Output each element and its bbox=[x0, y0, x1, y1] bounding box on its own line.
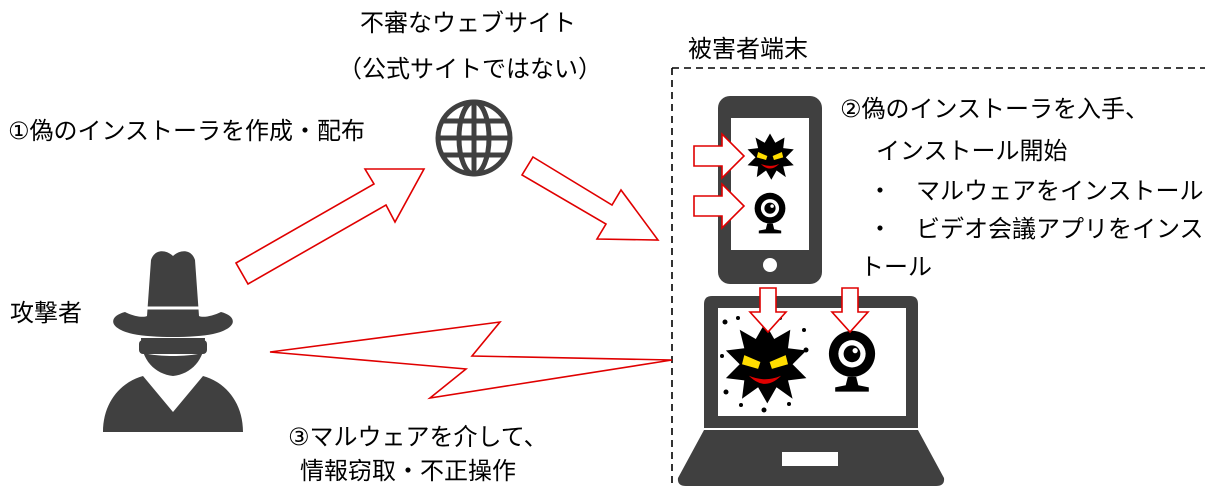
step3-line1: ③マルウェアを介して、 bbox=[288, 423, 548, 451]
victim-boundary bbox=[671, 67, 1205, 488]
victim-zone-label: 被害者端末 bbox=[688, 35, 808, 63]
arrow-attacker-to-site bbox=[234, 168, 426, 286]
step1-label: ①偽のインストーラを作成・配布 bbox=[8, 117, 366, 145]
arrow-into-laptop-webcam bbox=[830, 287, 870, 334]
fake-site-subtitle: （公式サイトではない） bbox=[338, 55, 602, 83]
step2-line1: ②偽のインストーラを入手、 bbox=[840, 95, 1150, 123]
step2-line2: インストール開始 bbox=[876, 137, 1068, 165]
hacker-icon bbox=[103, 251, 243, 432]
arrow-into-phone-malware bbox=[693, 132, 746, 180]
lightning-bolt bbox=[269, 320, 673, 400]
arrow-into-phone-webcam bbox=[693, 182, 746, 230]
attacker-label: 攻撃者 bbox=[10, 299, 82, 327]
smartphone-icon bbox=[718, 96, 822, 284]
step2-bullet2-cont: トール bbox=[860, 253, 932, 281]
globe-icon bbox=[435, 99, 513, 177]
step2-bullet1: ・ マルウェアをインストール bbox=[868, 177, 1204, 205]
arrow-site-to-victim bbox=[520, 155, 660, 241]
arrow-into-laptop-malware bbox=[748, 287, 788, 334]
laptop-icon bbox=[677, 296, 945, 486]
step3-line2: 情報窃取・不正操作 bbox=[300, 457, 516, 485]
step2-bullet2: ・ ビデオ会議アプリをインス bbox=[868, 215, 1204, 243]
fake-site-title: 不審なウェブサイト bbox=[360, 9, 576, 37]
